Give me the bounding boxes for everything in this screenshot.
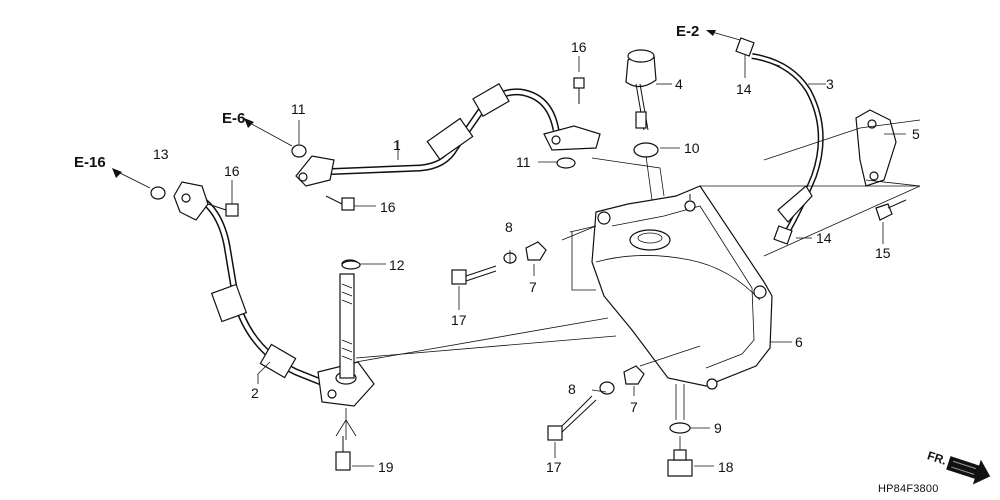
front-direction-arrow: FR. — [926, 448, 991, 485]
nut-7-upper — [525, 241, 547, 261]
reference-e2: E-2 — [676, 23, 699, 40]
callout-8-lower: 8 — [568, 381, 576, 397]
o-ring-13 — [150, 186, 166, 200]
leader-lines — [112, 30, 906, 467]
callout-13: 13 — [153, 146, 169, 162]
oil-strainer — [339, 259, 359, 379]
reference-e6: E-6 — [222, 110, 245, 127]
callout-7-upper: 7 — [529, 279, 537, 295]
drain-bolt-18 — [667, 449, 693, 477]
callout-18: 18 — [718, 459, 734, 475]
callout-17-lower: 17 — [546, 459, 562, 475]
dipstick-cap — [625, 49, 657, 131]
callout-11-right: 11 — [516, 154, 531, 170]
washer-10 — [633, 142, 659, 158]
nut-7-lower — [623, 365, 645, 385]
callout-19: 19 — [378, 459, 394, 475]
callout-17-upper: 17 — [451, 312, 467, 328]
assembly-lines — [335, 119, 921, 450]
oil-hose-1 — [295, 83, 601, 187]
o-ring-11a — [291, 144, 307, 158]
bolt-15 — [875, 199, 907, 221]
callout-4: 4 — [675, 76, 683, 92]
front-direction-label: FR. — [926, 448, 949, 467]
callout-3: 3 — [826, 76, 834, 92]
callout-12: 12 — [389, 257, 405, 273]
callout-1: 1 — [393, 137, 401, 153]
sealing-washer-9 — [669, 422, 691, 434]
oil-hose-2 — [173, 181, 375, 407]
callout-labels: 1 2 3 4 5 6 7 7 8 8 9 10 11 11 12 13 14 … — [153, 39, 920, 475]
diagram-code: HP84F3800 — [878, 483, 939, 495]
o-ring-11b — [556, 157, 576, 169]
reference-e16: E-16 — [74, 154, 106, 171]
callout-16-mid: 16 — [380, 199, 396, 215]
o-ring-12 — [341, 260, 361, 270]
breather-tube-3 — [735, 37, 824, 245]
bolt-16-top — [573, 77, 585, 104]
callout-16-top: 16 — [571, 39, 587, 55]
callout-10: 10 — [684, 140, 700, 156]
callout-16-left: 16 — [224, 163, 240, 179]
oil-tank — [591, 185, 773, 390]
callout-14-mid: 14 — [816, 230, 832, 246]
callout-15: 15 — [875, 245, 891, 261]
callout-2: 2 — [251, 385, 259, 401]
callout-7-lower: 7 — [630, 399, 638, 415]
bolt-17-lower — [547, 395, 597, 441]
callout-5: 5 — [912, 126, 920, 142]
callout-9: 9 — [714, 420, 722, 436]
callout-11-left: 11 — [291, 101, 306, 117]
callout-6: 6 — [795, 334, 803, 350]
bolt-19 — [335, 436, 351, 471]
bolt-16-mid — [325, 195, 355, 211]
callout-8-upper: 8 — [505, 219, 513, 235]
bracket-5 — [855, 109, 897, 187]
callout-14-top: 14 — [736, 81, 752, 97]
washer-8-lower — [599, 381, 615, 395]
bolt-17-upper — [451, 265, 497, 285]
